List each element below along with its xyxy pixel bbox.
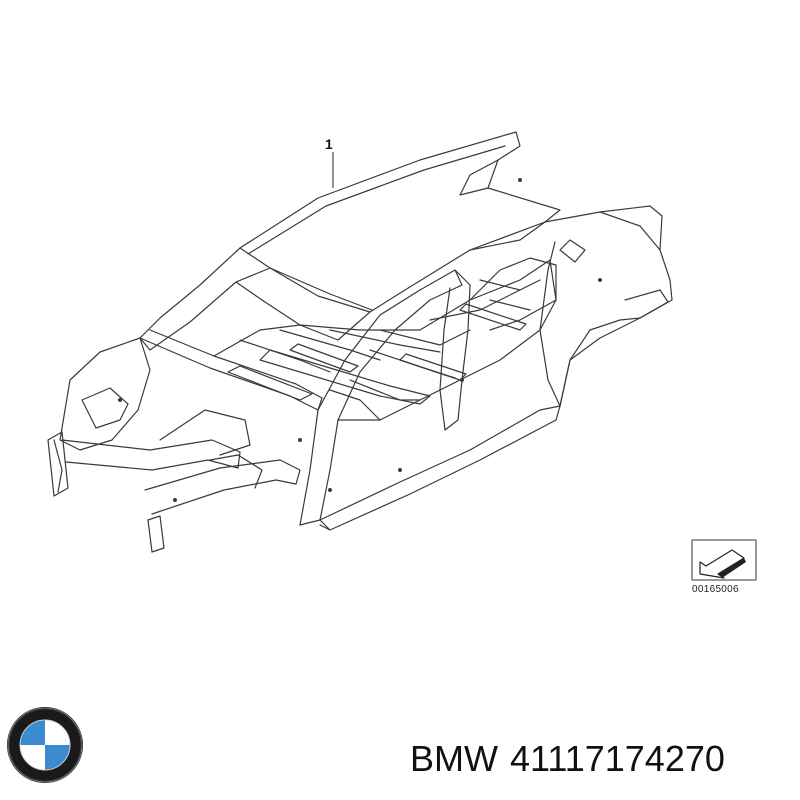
brand-name: BMW <box>410 738 498 779</box>
callout-number: 1 <box>325 136 333 152</box>
b-pillar-rear <box>439 269 471 431</box>
floor-pan <box>213 259 557 421</box>
rear-wheel-arch <box>559 317 641 407</box>
front-left-rail <box>61 439 241 471</box>
roof-panel <box>239 131 561 313</box>
rocker-panel <box>319 405 561 531</box>
front-strut-tower <box>59 337 151 451</box>
rear-quarter-panel <box>539 205 673 407</box>
reference-code: 00165006 <box>692 584 739 595</box>
part-number: 41117174270 <box>509 738 725 779</box>
transmission-tunnel <box>259 349 431 405</box>
part-label: BMW 41117174270 <box>410 741 725 777</box>
bmw-roundel-icon <box>7 707 83 783</box>
trunk-floor <box>469 257 557 331</box>
direction-arrow-icon <box>691 539 757 581</box>
dash-crossmember <box>139 329 323 411</box>
front-right-rail <box>144 459 301 515</box>
a-pillar <box>139 247 271 351</box>
